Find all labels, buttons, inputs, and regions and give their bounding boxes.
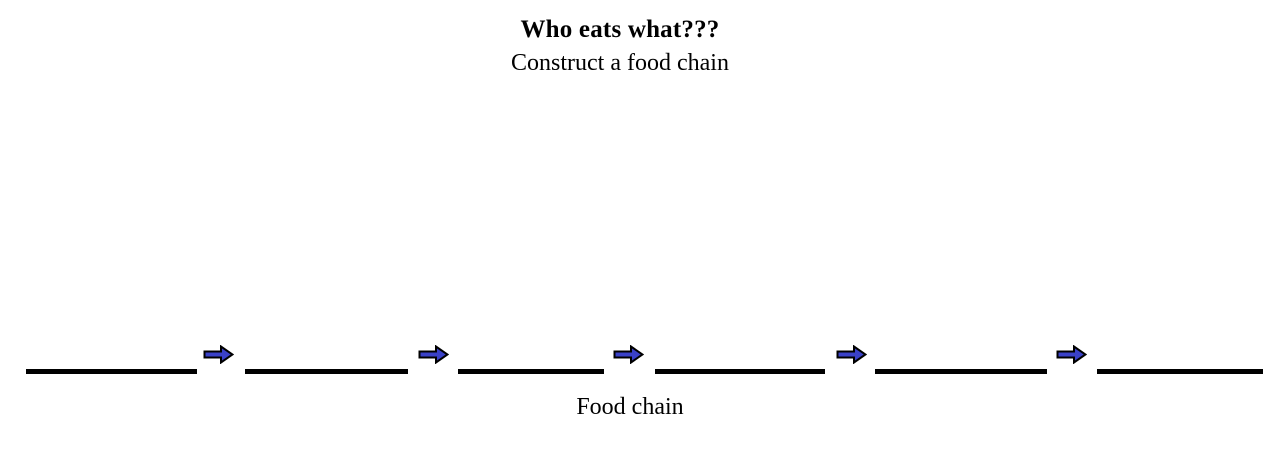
right-block-arrow-icon [1056,345,1087,364]
right-block-arrow-icon [418,345,449,364]
right-block-arrow-icon [203,345,234,364]
food-chain-blank-2[interactable] [245,369,408,374]
food-chain-blank-6[interactable] [1097,369,1263,374]
food-chain-blank-3[interactable] [458,369,604,374]
right-block-arrow-icon [836,345,867,364]
right-block-arrow-icon [613,345,644,364]
food-chain-blank-1[interactable] [26,369,197,374]
worksheet-header: Who eats what??? Construct a food chain [0,13,1240,79]
food-chain-blank-5[interactable] [875,369,1047,374]
page-title: Who eats what??? [520,16,720,43]
food-chain-label: Food chain [576,394,684,420]
food-chain-blank-4[interactable] [655,369,825,374]
page-subtitle: Construct a food chain [511,50,729,76]
